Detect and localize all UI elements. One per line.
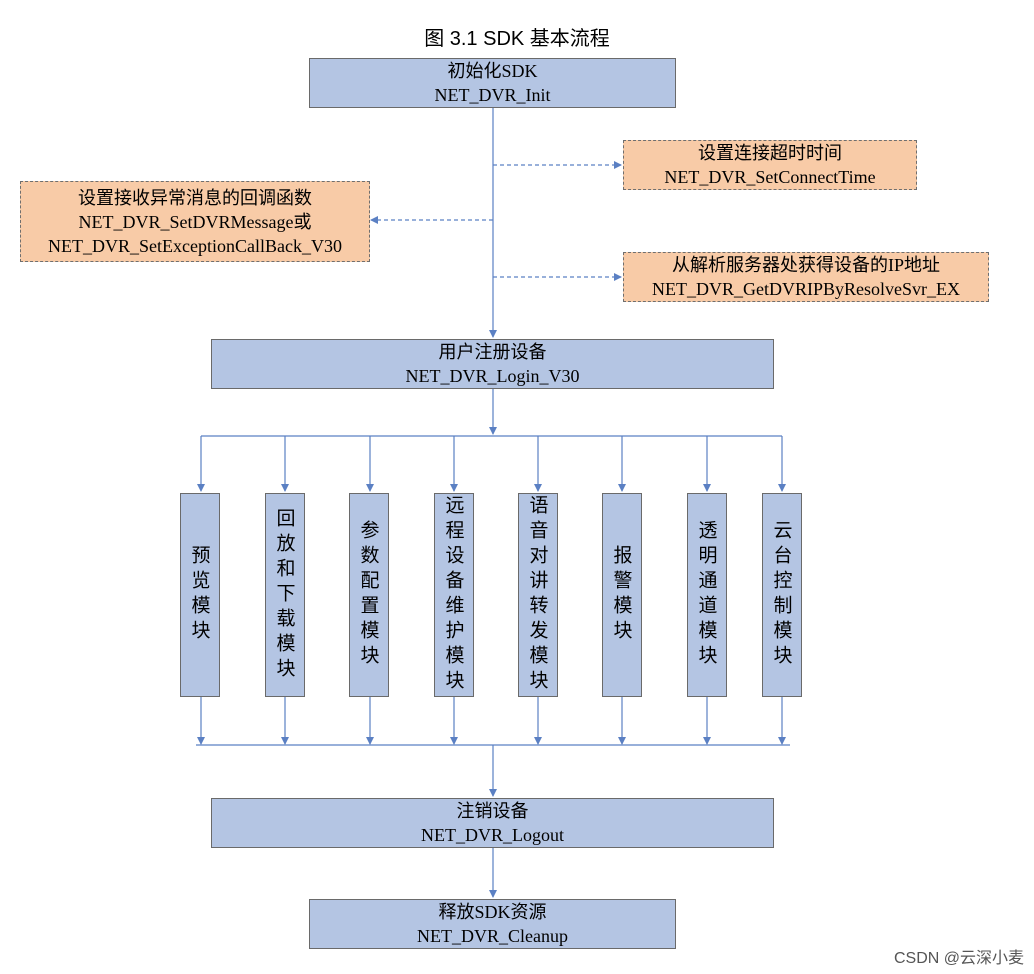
module-transparent-channel-label: 透明通道模块 [695,520,718,670]
module-playback-label: 回放和下载模块 [273,507,296,683]
optional-resolve: 从解析服务器处获得设备的IP地址 NET_DVR_GetDVRIPByResol… [623,252,989,302]
resolve-label: 从解析服务器处获得设备的IP地址 [671,255,940,275]
watermark: CSDN @云深小麦 [893,950,1024,967]
optional-callback: 设置接收异常消息的回调函数 NET_DVR_SetDVRMessage或 NET… [20,181,370,262]
module-playback: 回放和下载模块 [265,493,305,697]
module-maintenance-label: 远程设备维护模块 [442,495,465,695]
resolve-api: NET_DVR_GetDVRIPByResolveSvr_EX [652,279,960,299]
step-logout-api: NET_DVR_Logout [421,825,564,845]
step-login-label: 用户注册设备 [438,342,547,362]
step-login-api: NET_DVR_Login_V30 [405,366,580,386]
step-cleanup: 释放SDK资源 NET_DVR_Cleanup [309,899,676,949]
step-cleanup-label: 释放SDK资源 [438,902,547,922]
module-config-label: 参数配置模块 [357,520,380,670]
step-init-label: 初始化SDK [447,61,538,81]
module-maintenance: 远程设备维护模块 [434,493,474,697]
step-cleanup-api: NET_DVR_Cleanup [417,926,568,946]
module-voice: 语音对讲转发模块 [518,493,558,697]
callback-api-2: NET_DVR_SetExceptionCallBack_V30 [48,235,342,256]
callback-label: 设置接收异常消息的回调函数 [78,187,312,208]
module-ptz-label: 云台控制模块 [770,520,793,670]
step-logout: 注销设备 NET_DVR_Logout [211,798,774,848]
step-init-api: NET_DVR_Init [434,85,551,105]
callback-api-1: NET_DVR_SetDVRMessage或 [78,211,312,232]
step-init: 初始化SDK NET_DVR_Init [309,58,676,108]
optional-connect-time: 设置连接超时时间 NET_DVR_SetConnectTime [623,140,917,190]
module-transparent-channel: 透明通道模块 [687,493,727,697]
step-login: 用户注册设备 NET_DVR_Login_V30 [211,339,774,389]
module-preview: 预览模块 [180,493,220,697]
module-config: 参数配置模块 [349,493,389,697]
module-alarm: 报警模块 [602,493,642,697]
connect-time-label: 设置连接超时时间 [698,143,842,163]
module-alarm-label: 报警模块 [610,545,633,645]
module-preview-label: 预览模块 [188,545,211,645]
module-voice-label: 语音对讲转发模块 [526,495,549,695]
connect-time-api: NET_DVR_SetConnectTime [664,167,876,187]
module-ptz: 云台控制模块 [762,493,802,697]
step-logout-label: 注销设备 [456,801,529,821]
figure-title: 图 3.1 SDK 基本流程 [424,28,610,50]
